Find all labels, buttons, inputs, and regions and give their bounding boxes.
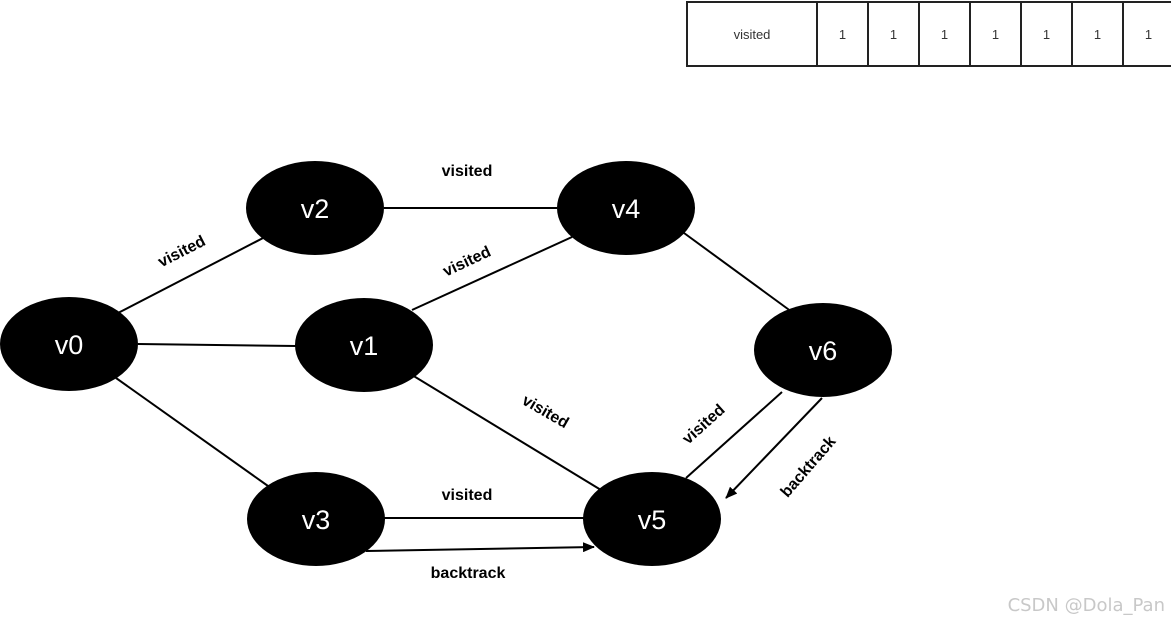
arrow-v3-v5-backtrack [365, 542, 595, 553]
edge-v1-v4 [411, 236, 573, 311]
label-v3-v5: visited [442, 487, 493, 504]
node-v6: v6 [754, 303, 892, 397]
edge-v0-v3 [115, 377, 269, 487]
visited-table-header: visited [688, 3, 818, 65]
label-v0-v2: visited [156, 233, 209, 271]
visited-cell-6: 1 [1124, 3, 1171, 65]
label-v6-v5-backtrack: backtrack [778, 433, 840, 501]
node-v3-label: v3 [302, 505, 331, 535]
visited-cell-5: 1 [1073, 3, 1124, 65]
edge-v0-v1 [137, 343, 297, 347]
node-v0-label: v0 [55, 330, 84, 360]
arrow-v6-v5-backtrack [725, 397, 823, 499]
visited-cell-4: 1 [1022, 3, 1073, 65]
node-v4: v4 [557, 161, 695, 255]
visited-table: visited 1 1 1 1 1 1 1 [686, 1, 1171, 67]
label-v2-v4: visited [442, 163, 493, 180]
edge-v0-v2 [117, 236, 266, 314]
label-v1-v4: visited [441, 244, 494, 281]
label-v3-v5-backtrack: backtrack [431, 565, 506, 582]
node-v2: v2 [246, 161, 384, 255]
label-v6-v5: visited [679, 401, 728, 448]
edge-v4-v6 [683, 232, 793, 313]
node-v4-label: v4 [612, 194, 641, 224]
edge-v6-v5 [685, 391, 783, 479]
node-v0: v0 [0, 297, 138, 391]
node-v5: v5 [583, 472, 721, 566]
label-v1-v5: visited [519, 392, 571, 432]
edges [115, 207, 823, 553]
node-v2-label: v2 [301, 194, 330, 224]
visited-cell-0: 1 [818, 3, 869, 65]
visited-cell-2: 1 [920, 3, 971, 65]
node-v1: v1 [295, 298, 433, 392]
edge-v1-v5 [411, 374, 602, 491]
node-v5-label: v5 [638, 505, 667, 535]
node-v1-label: v1 [350, 331, 379, 361]
visited-cell-1: 1 [869, 3, 920, 65]
node-v3: v3 [247, 472, 385, 566]
visited-cell-3: 1 [971, 3, 1022, 65]
watermark: CSDN @Dola_Pan [1007, 595, 1165, 616]
node-v6-label: v6 [809, 336, 838, 366]
